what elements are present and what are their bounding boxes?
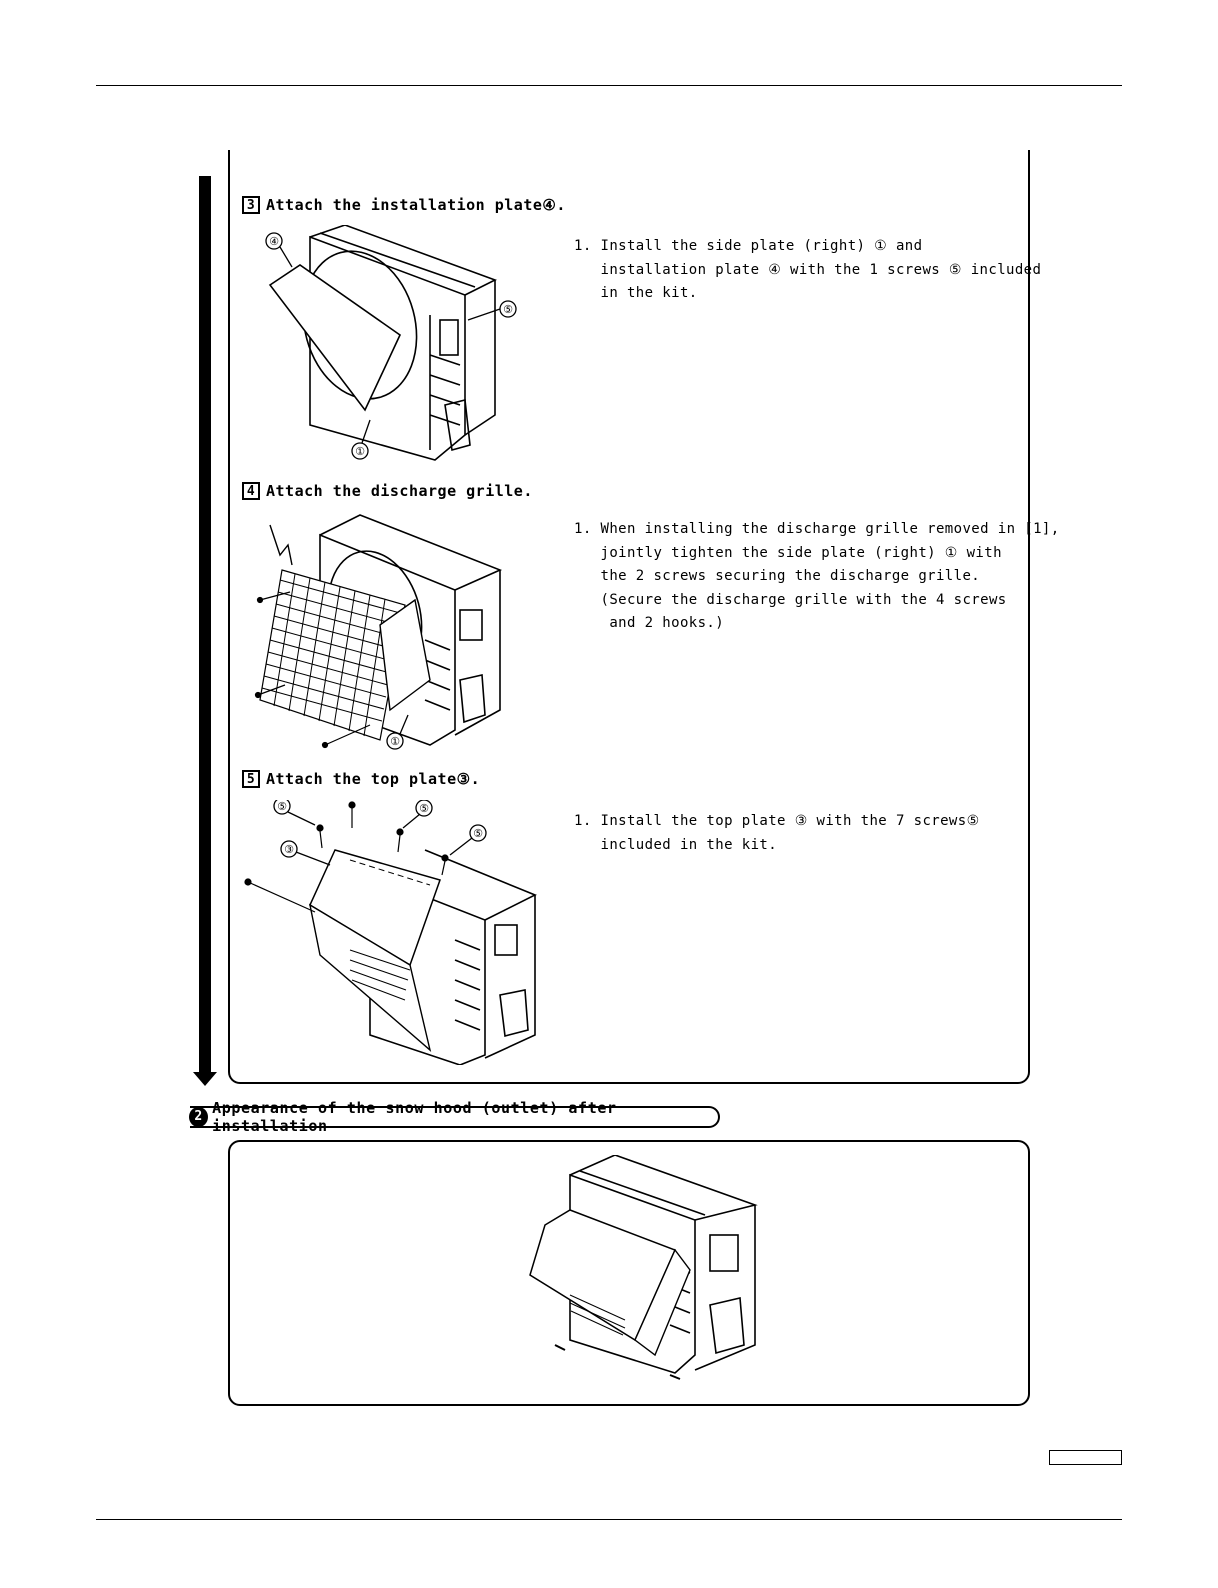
step-5-illustration: ⑤ ⑤ ⑤ ③ bbox=[244, 800, 537, 1065]
step-3-illustration: ④ ⑤ ① bbox=[265, 225, 517, 461]
step-3-title: 3 Attach the installation plate④. bbox=[242, 196, 566, 214]
instruction-line: the 2 screws securing the discharge gril… bbox=[574, 568, 981, 584]
flow-arrow bbox=[199, 176, 211, 1076]
instruction-line: 1. Install the top plate ③ with the 7 sc… bbox=[574, 813, 980, 829]
step-number: 4 bbox=[242, 482, 260, 500]
section-title-text: Appearance of the snow hood (outlet) aft… bbox=[212, 1099, 617, 1135]
callout-label: ⑤ bbox=[503, 303, 513, 316]
callout-label: ⑤ bbox=[473, 827, 483, 840]
step-number: 5 bbox=[242, 770, 260, 788]
callout-label: ⑤ bbox=[419, 802, 429, 815]
page-number-box bbox=[1049, 1450, 1122, 1465]
instruction-line: installation plate ④ with the 1 screws ⑤… bbox=[574, 261, 1042, 278]
section-title: 2 Appearance of the snow hood (outlet) a… bbox=[189, 1099, 720, 1135]
step-4-instructions: 1. When installing the discharge grille … bbox=[574, 518, 1060, 636]
header-rule bbox=[96, 85, 1122, 86]
step-title-text: Attach the installation plate④. bbox=[266, 196, 566, 214]
footer-rule bbox=[96, 1519, 1122, 1520]
callout-label: ③ bbox=[284, 843, 294, 856]
callout-label: ① bbox=[390, 735, 400, 748]
instruction-line: 1. Install the side plate (right) ① and bbox=[574, 238, 923, 254]
instruction-line: and 2 hooks.) bbox=[574, 615, 725, 631]
appearance-illustration bbox=[529, 1155, 758, 1380]
flow-arrow-head bbox=[193, 1072, 217, 1086]
steps-panel bbox=[228, 150, 1030, 1084]
instruction-line: 1. When installing the discharge grille … bbox=[574, 521, 1060, 537]
step-number: 3 bbox=[242, 196, 260, 214]
step-5-instructions: 1. Install the top plate ③ with the 7 sc… bbox=[574, 810, 980, 857]
section-number-badge: 2 bbox=[189, 1107, 209, 1127]
instruction-line: (Secure the discharge grille with the 4 … bbox=[574, 591, 1007, 608]
instruction-line: included in the kit. bbox=[574, 836, 778, 853]
callout-label: ① bbox=[355, 445, 365, 458]
instruction-line: in the kit. bbox=[574, 285, 698, 301]
step-4-illustration: ① bbox=[254, 514, 503, 750]
step-4-title: 4 Attach the discharge grille. bbox=[242, 482, 533, 500]
callout-label: ④ bbox=[269, 235, 279, 248]
appearance-panel bbox=[228, 1140, 1030, 1406]
step-title-text: Attach the discharge grille. bbox=[266, 482, 533, 500]
step-title-text: Attach the top plate③. bbox=[266, 770, 481, 788]
callout-label: ⑤ bbox=[277, 800, 287, 813]
step-5-title: 5 Attach the top plate③. bbox=[242, 770, 480, 788]
instruction-line: jointly tighten the side plate (right) ①… bbox=[574, 544, 1002, 561]
step-3-instructions: 1. Install the side plate (right) ① and … bbox=[574, 235, 1041, 306]
